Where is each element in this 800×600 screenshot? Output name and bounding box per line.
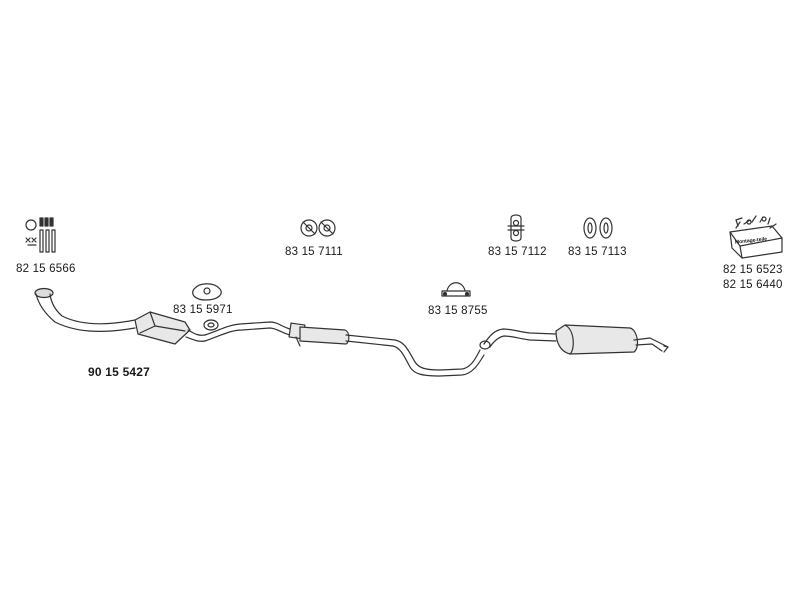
gasket-flange	[192, 283, 222, 301]
part-number-82-15-6440: 82 15 6440	[723, 279, 783, 291]
front-downpipe	[34, 287, 136, 332]
part-number-82-15-6523: 82 15 6523	[723, 264, 783, 276]
catalyst-sealing-ring	[203, 319, 219, 331]
part-number-90-15-5427: 90 15 5427	[88, 365, 151, 379]
pipe-clamp	[441, 282, 471, 297]
part-number-83-15-5971: 83 15 5971	[173, 304, 233, 316]
rubber-mount-pair	[300, 219, 336, 237]
bolt-set-hardware	[25, 217, 56, 253]
middle-silencer	[288, 322, 350, 347]
mounting-kit-box	[729, 215, 783, 259]
catalytic-converter	[134, 311, 206, 345]
part-number-83-15-7113: 83 15 7113	[568, 246, 627, 258]
rear-silencer	[555, 324, 669, 355]
part-number-83-15-7111: 83 15 7111	[285, 246, 343, 258]
part-number-82-15-6566: 82 15 6566	[16, 263, 76, 275]
rubber-mount-single	[507, 214, 525, 242]
rubber-ring-pair	[583, 217, 613, 239]
part-number-83-15-7112: 83 15 7112	[488, 246, 547, 258]
part-number-83-15-8755: 83 15 8755	[428, 305, 488, 317]
rear-pipe	[345, 328, 557, 377]
intermediate-pipe	[204, 321, 291, 342]
